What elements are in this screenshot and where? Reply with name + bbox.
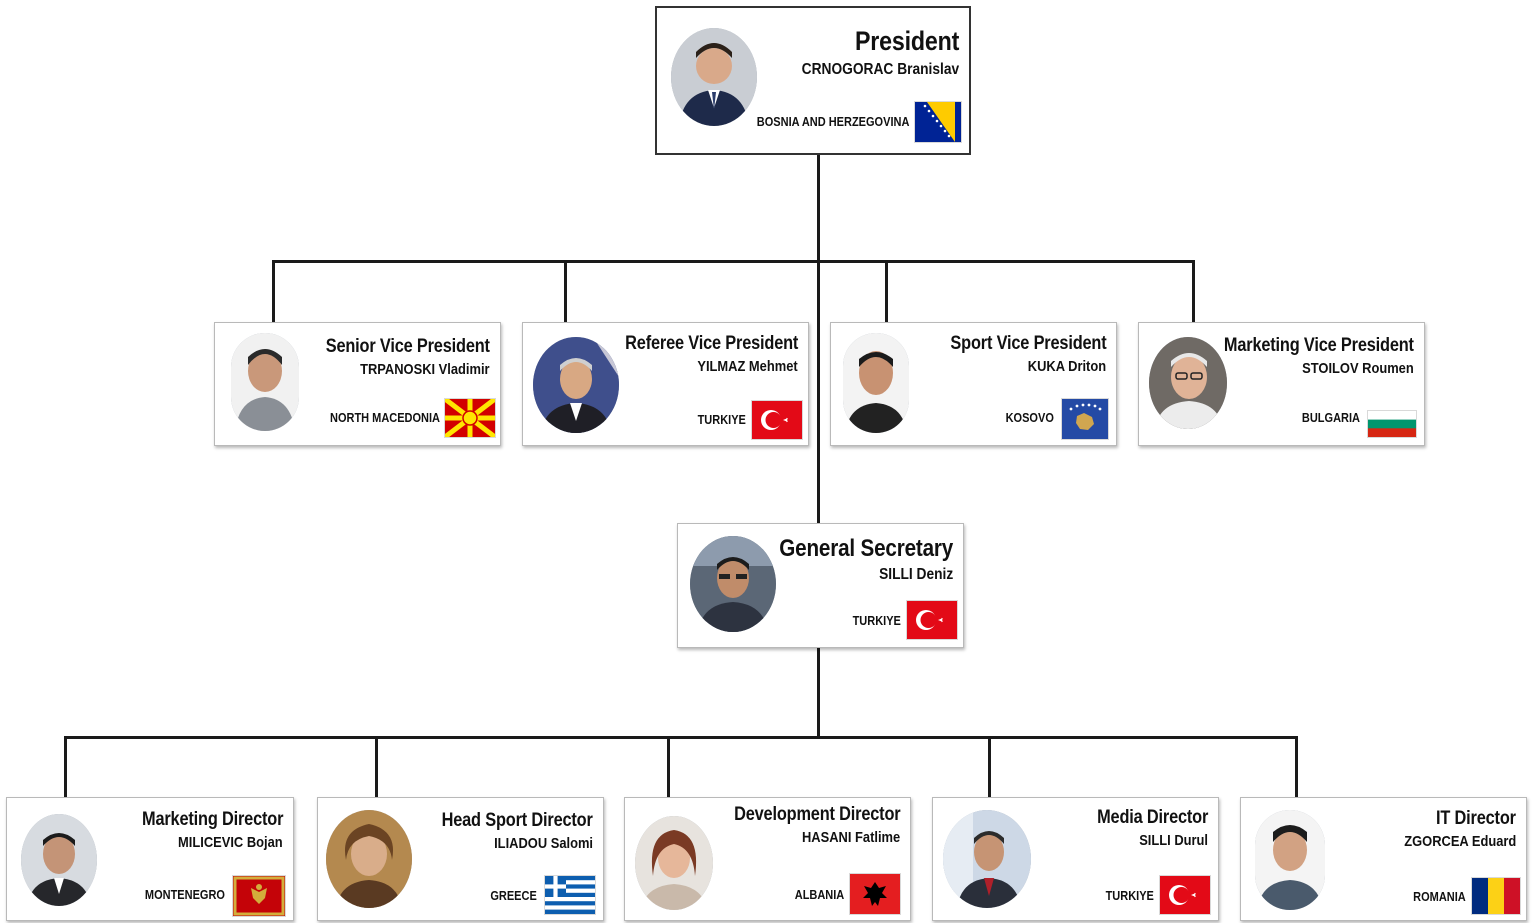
bosnia-flag-icon: [915, 102, 961, 142]
north-macedonia-flag-icon: [445, 399, 495, 437]
vp-role-2: Referee Vice President: [624, 333, 798, 354]
president-name: CRNOGORAC Branislav: [801, 61, 959, 78]
director-card-3: Development Director HASANI Fatlime ALBA…: [624, 797, 911, 921]
director-name-2: ILIADOU Salomi: [494, 835, 593, 852]
director-name-4: SILLI Durul: [1139, 832, 1208, 849]
vp-name-1: TRPANOSKI Vladimir: [360, 361, 490, 378]
vp-role-1: Senior Vice President: [325, 336, 490, 357]
vp-name-3: KUKA Driton: [1027, 358, 1106, 375]
turkiye-flag-icon: [1160, 876, 1210, 914]
romania-flag-icon: [1472, 878, 1520, 914]
director-card-5: IT Director ZGORCEA Eduard ROMANIA: [1240, 797, 1527, 921]
vp-country-4: BULGARIA: [1301, 411, 1360, 425]
greece-flag-icon: [545, 876, 595, 914]
vp-name-4: STOILOV Roumen: [1302, 360, 1414, 377]
connector-d4: [988, 736, 991, 798]
vp-role-3: Sport Vice President: [949, 333, 1106, 354]
director-country-4: TURKIYE: [1105, 889, 1154, 903]
vp-avatar-3: [843, 333, 909, 433]
albania-flag-icon: [850, 874, 900, 914]
vp-avatar-4: [1149, 337, 1227, 429]
president-country: BOSNIA AND HERZEGOVINA: [756, 115, 909, 129]
vp-card-3: Sport Vice President KUKA Driton KOSOVO: [830, 322, 1117, 446]
connector-d5: [1295, 736, 1298, 798]
director-avatar-2: [326, 810, 412, 908]
secretary-role: General Secretary: [779, 535, 953, 562]
director-card-2: Head Sport Director ILIADOU Salomi GREEC…: [317, 797, 604, 921]
director-avatar-3: [635, 816, 713, 910]
turkiye-flag-icon: [907, 601, 957, 639]
vp-avatar-1: [231, 333, 299, 431]
director-country-5: ROMANIA: [1413, 890, 1466, 904]
director-role-5: IT Director: [1436, 808, 1516, 829]
connector-vp1: [272, 260, 275, 323]
director-name-5: ZGORCEA Eduard: [1403, 833, 1516, 850]
director-card-1: Marketing Director MILICEVIC Bojan MONTE…: [6, 797, 294, 921]
vp-country-3: KOSOVO: [1005, 411, 1054, 425]
vp-role-4: Marketing Vice President: [1224, 335, 1414, 356]
director-role-3: Development Director: [733, 804, 901, 825]
connector-vp3: [885, 260, 888, 323]
connector-vp4: [1192, 260, 1195, 323]
director-card-4: Media Director SILLI Durul TURKIYE: [932, 797, 1219, 921]
connector-director-bar: [64, 736, 1298, 739]
connector-vp-bar: [272, 260, 1195, 263]
connector-secretary-down: [817, 646, 820, 738]
director-avatar-1: [21, 814, 97, 906]
vp-country-2: TURKIYE: [697, 413, 746, 427]
secretary-country: TURKIYE: [852, 614, 901, 628]
director-role-1: Marketing Director: [141, 809, 283, 830]
director-name-1: MILICEVIC Bojan: [178, 834, 283, 851]
connector-d3: [667, 736, 670, 798]
connector-d2: [375, 736, 378, 798]
montenegro-flag-icon: [233, 876, 285, 916]
president-role: President: [854, 26, 959, 56]
secretary-avatar: [690, 536, 776, 632]
director-country-1: MONTENEGRO: [144, 888, 225, 902]
director-role-2: Head Sport Director: [441, 810, 593, 831]
bulgaria-flag-icon: [1368, 411, 1416, 437]
director-name-3: HASANI Fatlime: [801, 829, 900, 846]
secretary-name: SILLI Deniz: [878, 566, 953, 583]
vp-card-2: Referee Vice President YILMAZ Mehmet TUR…: [522, 322, 809, 446]
director-avatar-5: [1255, 810, 1325, 910]
president-avatar: [671, 28, 757, 126]
secretary-card: General Secretary SILLI Deniz TURKIYE: [677, 523, 964, 648]
director-avatar-4: [943, 810, 1031, 908]
connector-d1: [64, 736, 67, 798]
director-role-4: Media Director: [1096, 807, 1208, 828]
vp-card-4: Marketing Vice President STOILOV Roumen …: [1138, 322, 1425, 446]
connector-vp2: [564, 260, 567, 323]
kosovo-flag-icon: [1062, 399, 1108, 439]
vp-name-2: YILMAZ Mehmet: [697, 358, 798, 375]
director-country-2: GREECE: [490, 889, 537, 903]
turkiye-flag-icon: [752, 401, 802, 439]
vp-card-1: Senior Vice President TRPANOSKI Vladimir…: [214, 322, 501, 446]
president-card: President CRNOGORAC Branislav BOSNIA AND…: [655, 6, 971, 155]
connector-president-down: [817, 154, 820, 525]
vp-country-1: NORTH MACEDONIA: [330, 411, 440, 425]
director-country-3: ALBANIA: [794, 888, 845, 902]
vp-avatar-2: [533, 337, 619, 433]
